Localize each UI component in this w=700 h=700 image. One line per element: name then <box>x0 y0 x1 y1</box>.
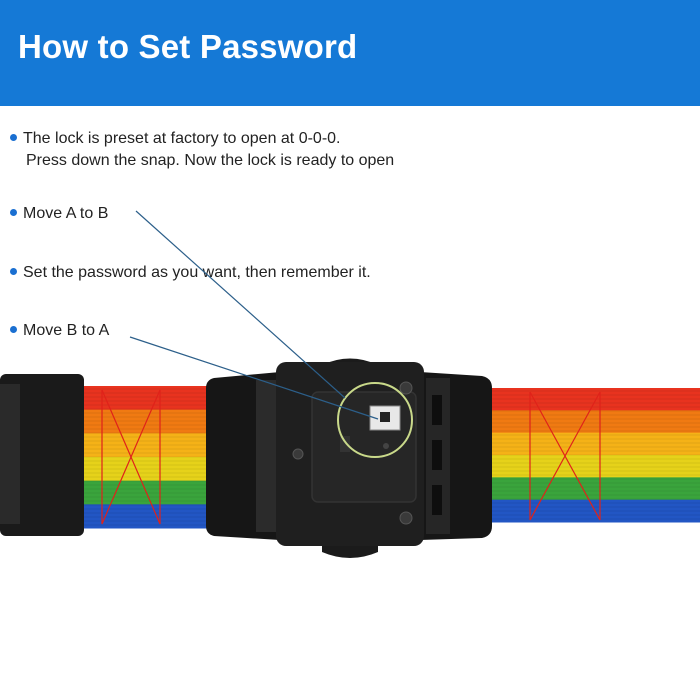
buckle-right-slot <box>432 485 442 515</box>
screw-icon <box>292 448 304 460</box>
buckle-right-slot <box>432 395 442 425</box>
highlight-circle <box>337 382 413 458</box>
step-set-password: Set the password as you want, then remem… <box>10 262 371 284</box>
bullet-icon <box>10 268 17 275</box>
header-banner: How to Set Password <box>0 0 700 106</box>
step-preset: The lock is preset at factory to open at… <box>10 128 341 150</box>
step-move-b-to-a: Move B to A <box>10 320 109 342</box>
step-text: Move B to A <box>23 322 110 339</box>
page-title: How to Set Password <box>18 28 358 65</box>
buckle-right-slot <box>432 440 442 470</box>
left-end-clip <box>0 374 84 536</box>
strap-stripe <box>452 455 700 478</box>
pointer-line-a-to-b <box>135 210 346 399</box>
right-strap <box>452 388 700 523</box>
strap-stripe <box>452 477 700 501</box>
strap-stripe <box>452 499 700 523</box>
step-text: Move A to B <box>23 205 109 222</box>
step-preset-line2: Press down the snap. Now the lock is rea… <box>26 152 395 169</box>
lock-dial-knob <box>380 412 390 422</box>
pointer-line-b-to-a <box>129 336 379 420</box>
screw-icon <box>399 381 413 395</box>
strap-stitching <box>529 391 601 521</box>
buckle-left-rail <box>256 380 276 532</box>
step-text: The lock is preset at factory to open at… <box>23 130 341 147</box>
bullet-icon <box>10 209 17 216</box>
strap-stripe <box>452 388 700 411</box>
strap-stripe <box>452 410 700 434</box>
step-text: Set the password as you want, then remem… <box>23 264 371 281</box>
bullet-icon <box>10 134 17 141</box>
left-end-clip-inner <box>0 384 20 524</box>
strap-stitching <box>101 389 161 525</box>
screw-icon <box>399 511 413 525</box>
bullet-icon <box>10 326 17 333</box>
lock-detail <box>340 436 350 452</box>
step-move-a-to-b: Move A to B <box>10 203 108 225</box>
strap-stripe <box>452 432 700 456</box>
lock-detail <box>383 443 389 449</box>
buckle-bottom-tab <box>322 544 378 558</box>
